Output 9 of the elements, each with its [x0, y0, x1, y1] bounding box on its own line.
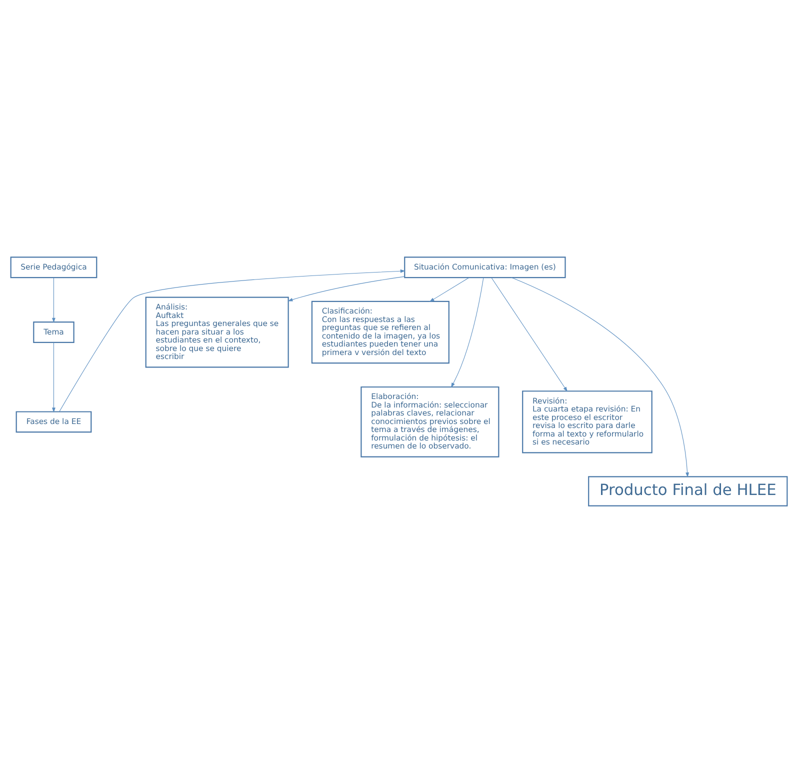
arrow — [288, 276, 405, 301]
arrow — [59, 268, 406, 412]
arrow — [511, 276, 690, 477]
arrow — [52, 276, 56, 322]
arrow — [491, 276, 568, 392]
arrow — [429, 276, 470, 302]
arrow — [450, 276, 484, 388]
node-box: Producto Final de HLEE — [588, 476, 788, 506]
arrow — [52, 342, 56, 412]
